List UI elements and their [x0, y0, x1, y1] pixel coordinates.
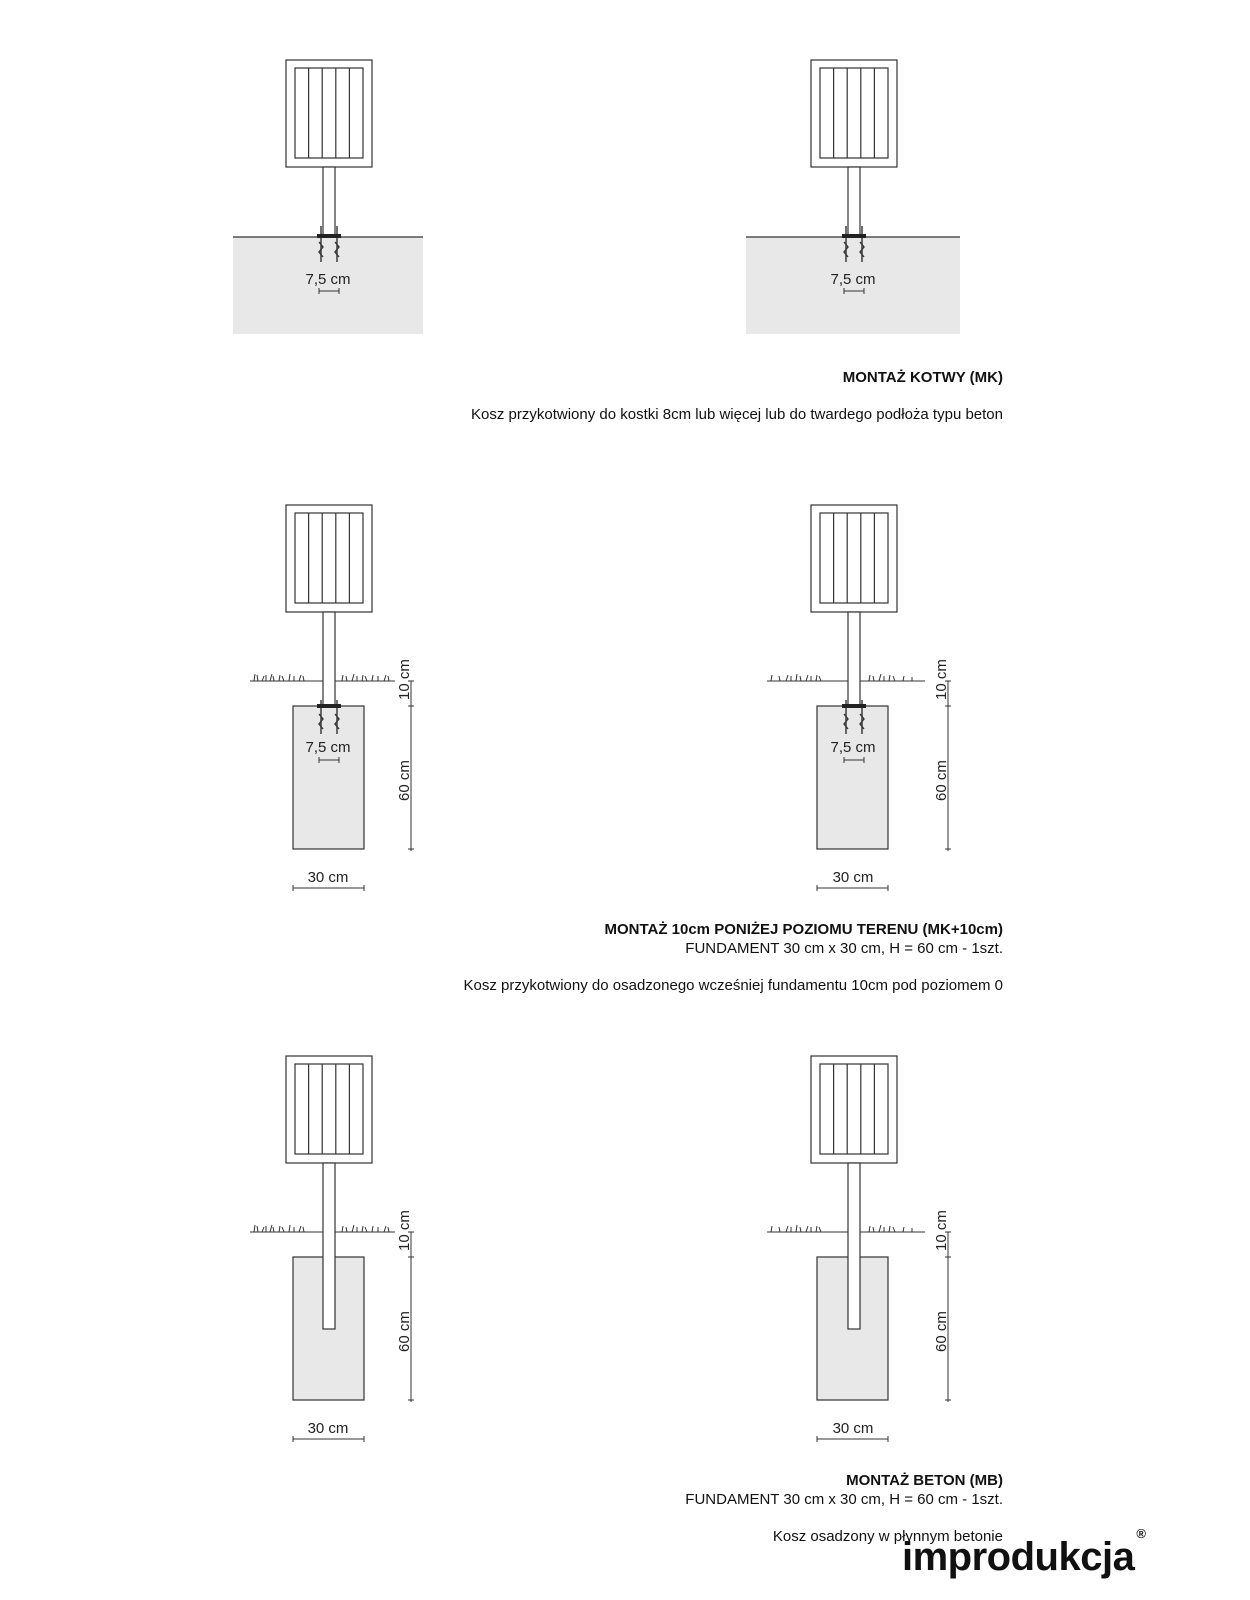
hard-surface	[746, 237, 960, 334]
foundation	[816, 705, 889, 850]
dim-foundation-width: 30 cm	[833, 869, 874, 886]
brand-name: improdukcja	[902, 1535, 1135, 1579]
section-spec: FUNDAMENT 30 cm x 30 cm, H = 60 cm - 1sz…	[685, 1491, 1003, 1508]
section-title: MONTAŻ KOTWY (MK)	[842, 369, 1003, 386]
bin-frame	[810, 59, 898, 168]
section-title: MONTAŻ BETON (MB)	[846, 1472, 1003, 1489]
dim-anchor-spacing: 7,5 cm	[305, 739, 350, 756]
bin-post	[847, 1162, 861, 1330]
section-description: Kosz osadzony w płynnym betonie	[772, 1528, 1003, 1545]
dim-foundation-width: 30 cm	[308, 1420, 349, 1437]
section-description: Kosz przykotwiony do kostki 8cm lub więc…	[471, 406, 1003, 423]
dim-foundation-depth: 60 cm	[933, 760, 950, 801]
vertical-dimension	[408, 680, 414, 851]
dim-foundation-depth: 60 cm	[396, 1311, 413, 1352]
drawing-mk10-left: 7,5 cm 10 cm 60 cm 30 cm	[250, 504, 414, 891]
drawing-mb-right: 10 cm 60 cm 30 cm	[767, 1055, 951, 1442]
drawing-mb-left: 10 cm 60 cm 30 cm	[250, 1055, 414, 1442]
dim-foundation-width: 30 cm	[833, 1420, 874, 1437]
dim-foundation-depth: 60 cm	[396, 760, 413, 801]
bin-frame	[810, 1055, 898, 1164]
dim-depth-offset: 10 cm	[396, 1210, 413, 1251]
dim-depth-offset: 10 cm	[933, 659, 950, 700]
bin-post	[322, 1162, 336, 1330]
anchor-bolts	[318, 226, 340, 262]
dim-depth-offset: 10 cm	[933, 1210, 950, 1251]
bin-post	[322, 166, 336, 238]
bin-post	[322, 611, 336, 707]
dim-anchor-spacing: 7,5 cm	[830, 739, 875, 756]
anchor-bolts	[843, 226, 865, 262]
bin-post	[847, 611, 861, 707]
foundation	[292, 705, 365, 850]
bin-frame	[285, 1055, 373, 1164]
vertical-dimension	[945, 680, 951, 851]
hard-surface	[233, 237, 423, 334]
drawing-mk-right: 7,5 cm	[746, 59, 960, 334]
caption-mb: MONTAŻ BETON (MB) FUNDAMENT 30 cm x 30 c…	[685, 1471, 1003, 1546]
bin-post	[847, 166, 861, 238]
bin-frame	[285, 504, 373, 613]
section-spec: FUNDAMENT 30 cm x 30 cm, H = 60 cm - 1sz…	[685, 940, 1003, 957]
bin-frame	[810, 504, 898, 613]
dim-foundation-width: 30 cm	[308, 869, 349, 886]
grass-line	[767, 1224, 925, 1233]
brand-logo: improdukcja®	[902, 1526, 1146, 1580]
registered-mark: ®	[1136, 1525, 1146, 1541]
vertical-dimension	[408, 1231, 414, 1402]
bin-frame	[285, 59, 373, 168]
dim-anchor-spacing: 7,5 cm	[305, 271, 350, 288]
drawing-mk10-right: 7,5 cm 10 cm 60 cm 30 cm	[767, 504, 951, 891]
section-title: MONTAŻ 10cm PONIŻEJ POZIOMU TERENU (MK+1…	[604, 921, 1003, 938]
caption-mk: MONTAŻ KOTWY (MK) Kosz przykotwiony do k…	[471, 368, 1003, 424]
caption-mk10: MONTAŻ 10cm PONIŻEJ POZIOMU TERENU (MK+1…	[464, 920, 1003, 995]
drawing-mk-left: 7,5 cm	[233, 59, 423, 334]
dim-foundation-depth: 60 cm	[933, 1311, 950, 1352]
vertical-dimension	[945, 1231, 951, 1402]
section-description: Kosz przykotwiony do osadzonego wcześnie…	[463, 977, 1003, 994]
dim-anchor-spacing: 7,5 cm	[830, 271, 875, 288]
grass-line	[767, 673, 925, 682]
dim-depth-offset: 10 cm	[396, 659, 413, 700]
